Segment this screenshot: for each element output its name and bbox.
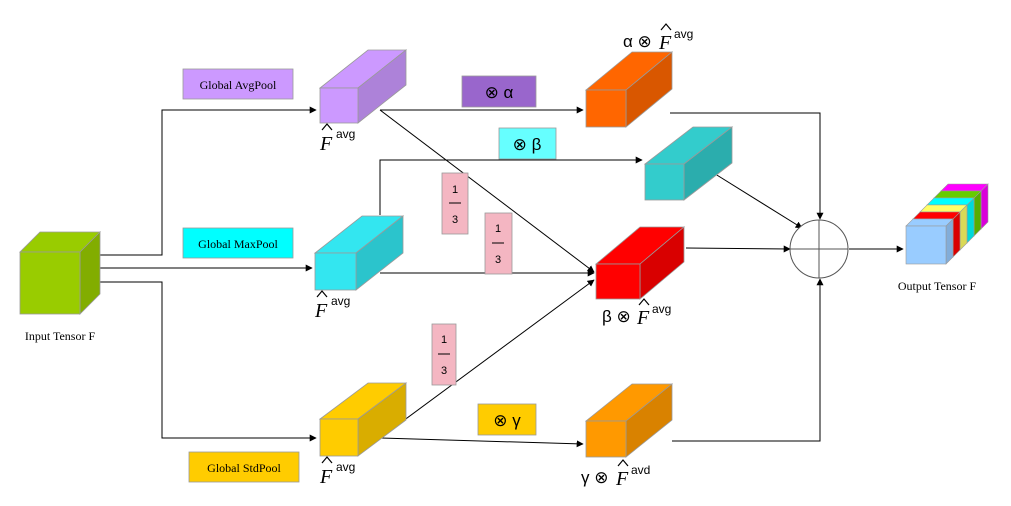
fraction-middle-denominator: 3	[495, 254, 501, 266]
alpha-f-superscript: avg	[674, 27, 693, 41]
f-hat-bottom-superscript: avg	[336, 460, 355, 474]
avgpool-label: Global AvgPool	[200, 78, 277, 92]
f-hat-avg-top: F avg	[319, 123, 355, 155]
max-feature-cube	[313, 215, 405, 291]
avg-feature-cube	[318, 49, 408, 124]
input-tensor-label: Input Tensor F	[25, 329, 96, 343]
beta-weighted-cube	[643, 126, 734, 201]
maxpool-label: Global MaxPool	[198, 237, 278, 251]
alpha-output-label: α ⊗ F avg	[623, 23, 693, 54]
input-tensor-cube	[19, 231, 101, 315]
output-layer-top	[905, 218, 954, 227]
fraction-middle-numerator: 1	[495, 223, 501, 235]
beta-multiplier-box	[498, 127, 557, 160]
arrow-std-to-gamma	[379, 437, 584, 448]
gamma-multiplier-label: ⊗ γ	[493, 411, 521, 430]
stdpool-label: Global StdPool	[207, 461, 281, 475]
gamma-multiplier-box	[477, 403, 537, 436]
arrow-avg-to-center	[379, 109, 595, 273]
arrow-beta-to-sum	[711, 171, 803, 229]
arrow-std-to-center	[379, 279, 595, 439]
avgpool-box	[182, 68, 294, 100]
beta-multiplier-label: ⊗ β	[513, 135, 542, 154]
beta-output-label: β ⊗ F avg	[602, 298, 671, 329]
arrow-max-to-beta	[379, 156, 643, 215]
output-tensor-label: Output Tensor F	[898, 279, 977, 293]
arrow-alpha-to-sum	[670, 112, 824, 220]
arrow-gamma-to-sum	[672, 278, 824, 442]
output-layer-side	[973, 190, 982, 237]
connectors	[100, 106, 904, 448]
stdpool-box	[188, 451, 300, 483]
arrow-input-to-avg	[100, 106, 317, 256]
f-hat-top-symbol: F	[319, 133, 333, 155]
output-layer-top	[912, 211, 961, 220]
output-layer-front	[905, 225, 947, 265]
output-layer-side	[959, 204, 968, 251]
fraction-bottom-denominator: 3	[441, 365, 447, 377]
fraction-bottom-numerator: 1	[441, 334, 447, 346]
alpha-prefix: α ⊗	[623, 32, 652, 51]
f-hat-middle-superscript: avg	[331, 294, 350, 308]
gamma-f-superscript: avd	[631, 463, 650, 477]
alpha-multiplier-label: ⊗ α	[485, 83, 514, 102]
sum-node	[789, 219, 849, 279]
f-hat-middle-symbol: F	[314, 300, 328, 322]
gamma-prefix: γ ⊗	[581, 468, 608, 487]
beta-prefix: β ⊗	[602, 307, 631, 326]
output-layer-side	[945, 218, 954, 265]
output-layer-top	[933, 190, 982, 199]
output-tensor-stack	[905, 183, 989, 265]
std-feature-cube	[318, 382, 408, 457]
f-hat-avg-bottom: F avg	[319, 456, 355, 488]
f-hat-top-superscript: avg	[336, 127, 355, 141]
fraction-box-middle: 1 3	[484, 212, 513, 275]
fraction-top-denominator: 3	[452, 214, 458, 226]
gamma-output-label: γ ⊗ F avd	[581, 459, 650, 490]
beta-f-superscript: avg	[652, 302, 671, 316]
output-layer-side	[966, 197, 975, 244]
f-hat-bottom-symbol: F	[319, 466, 333, 488]
gamma-weighted-cube	[584, 383, 674, 458]
maxpool-box	[182, 227, 294, 259]
arrow-center-to-sum	[685, 245, 791, 253]
fraction-box-top: 1 3	[441, 172, 469, 235]
fraction-top-numerator: 1	[452, 184, 458, 196]
output-layer-top	[926, 197, 975, 206]
alpha-weighted-cube	[584, 51, 674, 128]
alpha-multiplier-box	[461, 75, 537, 108]
f-hat-avg-middle: F avg	[314, 290, 350, 322]
combined-center-cube	[594, 226, 686, 300]
output-layer-side	[980, 183, 989, 230]
beta-f-hat: F	[636, 307, 650, 329]
arrow-input-to-std	[100, 281, 317, 442]
output-layer-top	[940, 183, 989, 192]
output-layer-top	[919, 204, 968, 213]
fraction-box-bottom: 1 3	[431, 323, 457, 386]
gamma-f-hat: F	[615, 468, 629, 490]
alpha-f-hat: F	[658, 32, 672, 54]
output-layer-side	[952, 211, 961, 258]
